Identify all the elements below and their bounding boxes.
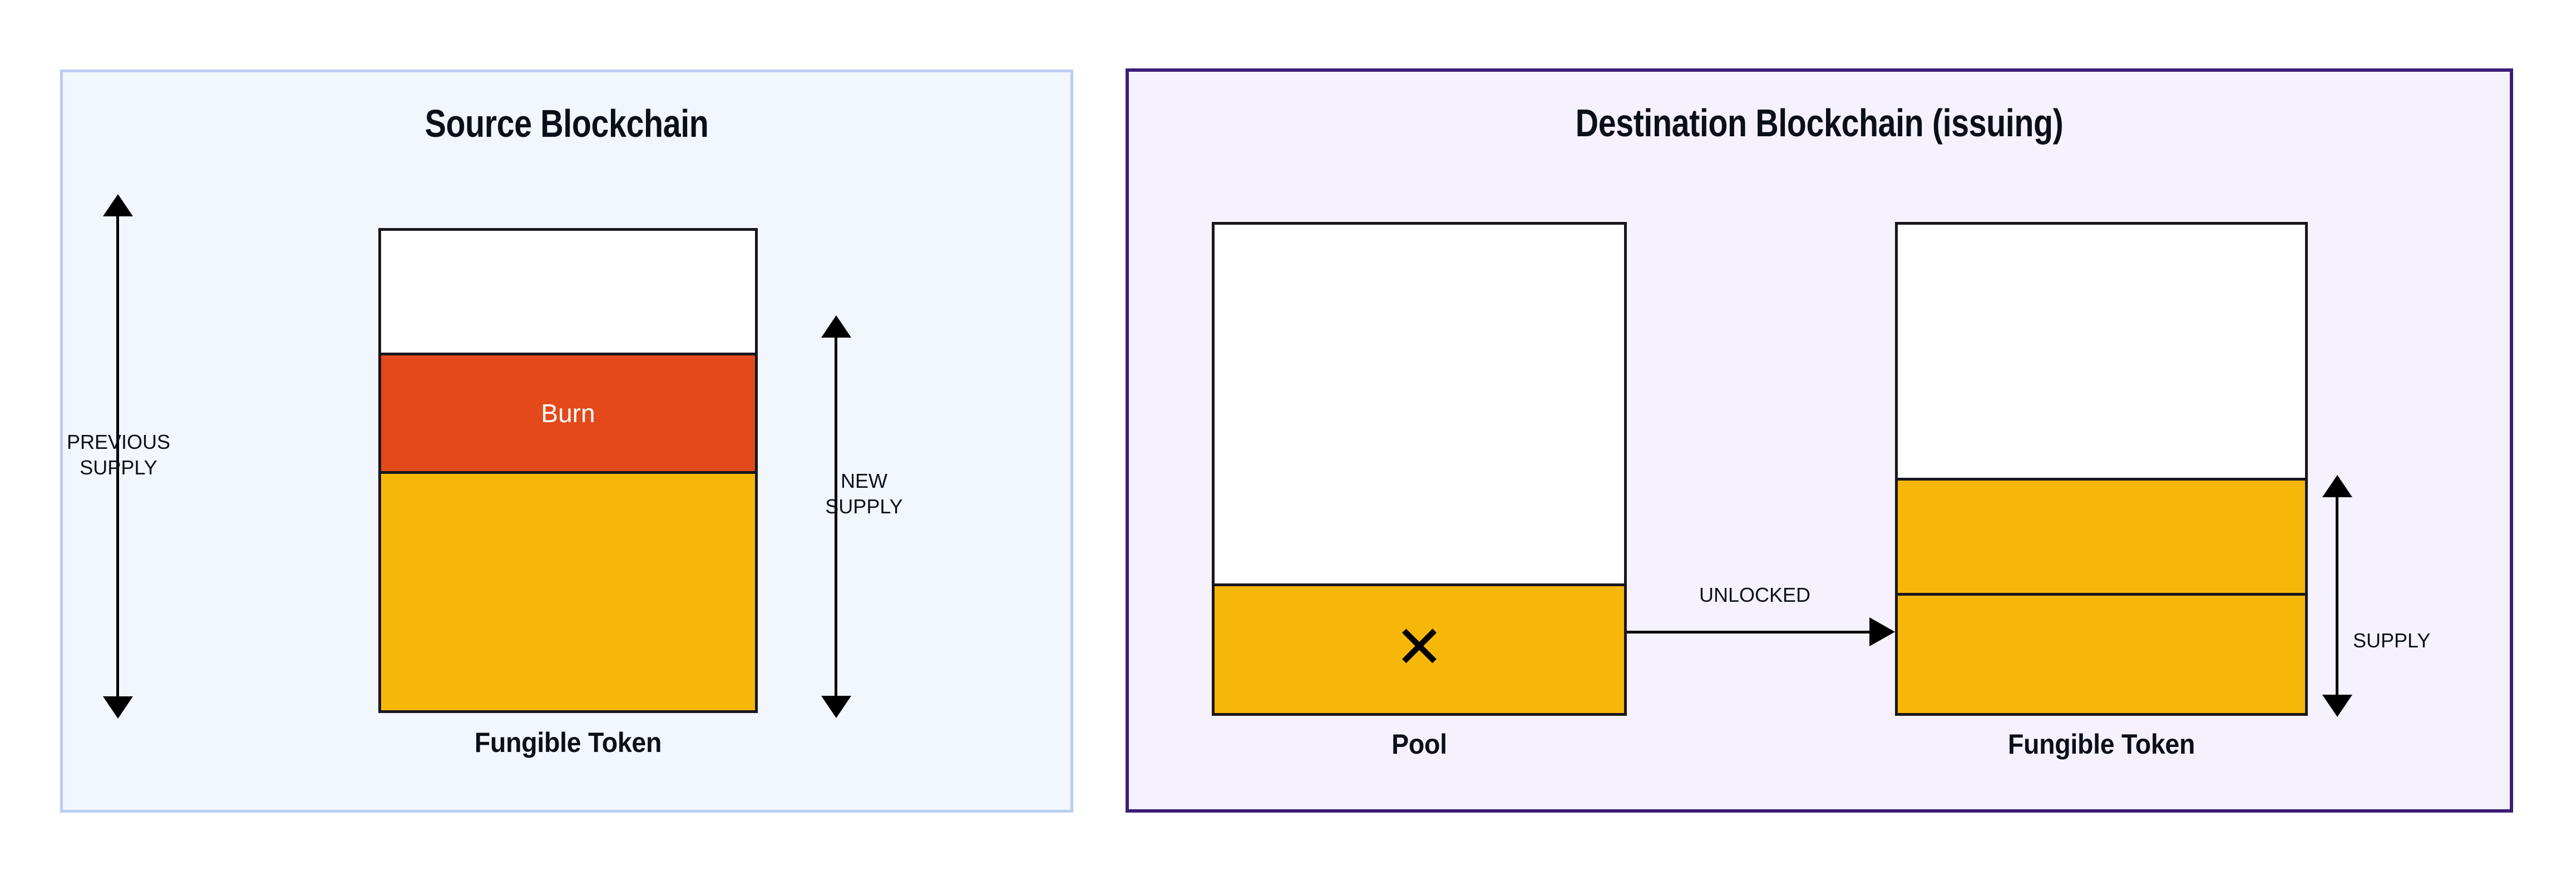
new-supply-label: NEW SUPPLY [825,469,903,518]
destination-segment-existing-supply [1898,478,2305,593]
previous-supply-label: PREVIOUS SUPPLY [66,430,171,479]
previous-supply-arrow-head-down [103,696,133,719]
destination-fungible-token-caption: Fungible Token [2007,729,2195,760]
destination-pool-stack: ✕ [1212,222,1627,716]
pool-segment-locked: ✕ [1215,583,1624,713]
pool-segment-empty [1215,225,1624,583]
panel-destination-blockchain: Destination Blockchain (issuing) ✕ Pool … [1126,68,2513,813]
destination-pool-caption: Pool [1391,729,1447,760]
panel-source-title: Source Blockchain [425,102,709,145]
x-mark-icon: ✕ [1394,614,1444,680]
supply-label: SUPPLY [2353,629,2431,652]
source-segment-burn: Burn [381,353,755,474]
unlocked-flow-line [1627,631,1876,633]
source-fungible-token-stack: Burn [378,228,758,713]
unlocked-flow-arrow-head [1869,617,1895,646]
panel-source-blockchain: Source Blockchain Burn Fungible Token PR… [60,70,1073,813]
source-segment-burn-label: Burn [541,399,595,428]
source-fungible-token-caption: Fungible Token [474,727,662,758]
new-supply-arrow-head-down [821,696,851,718]
destination-fungible-token-stack [1895,222,2308,716]
unlocked-flow-label: UNLOCKED [1699,583,1811,606]
panel-destination-title: Destination Blockchain (issuing) [1575,101,2064,145]
new-supply-line [835,331,837,699]
previous-supply-line [116,210,119,700]
source-segment-remaining [381,474,755,710]
destination-segment-empty [1898,225,2305,478]
supply-line [2336,491,2338,698]
source-segment-empty [381,231,755,353]
destination-segment-unlocked-supply [1898,593,2305,713]
supply-arrow-head-down [2322,695,2352,717]
